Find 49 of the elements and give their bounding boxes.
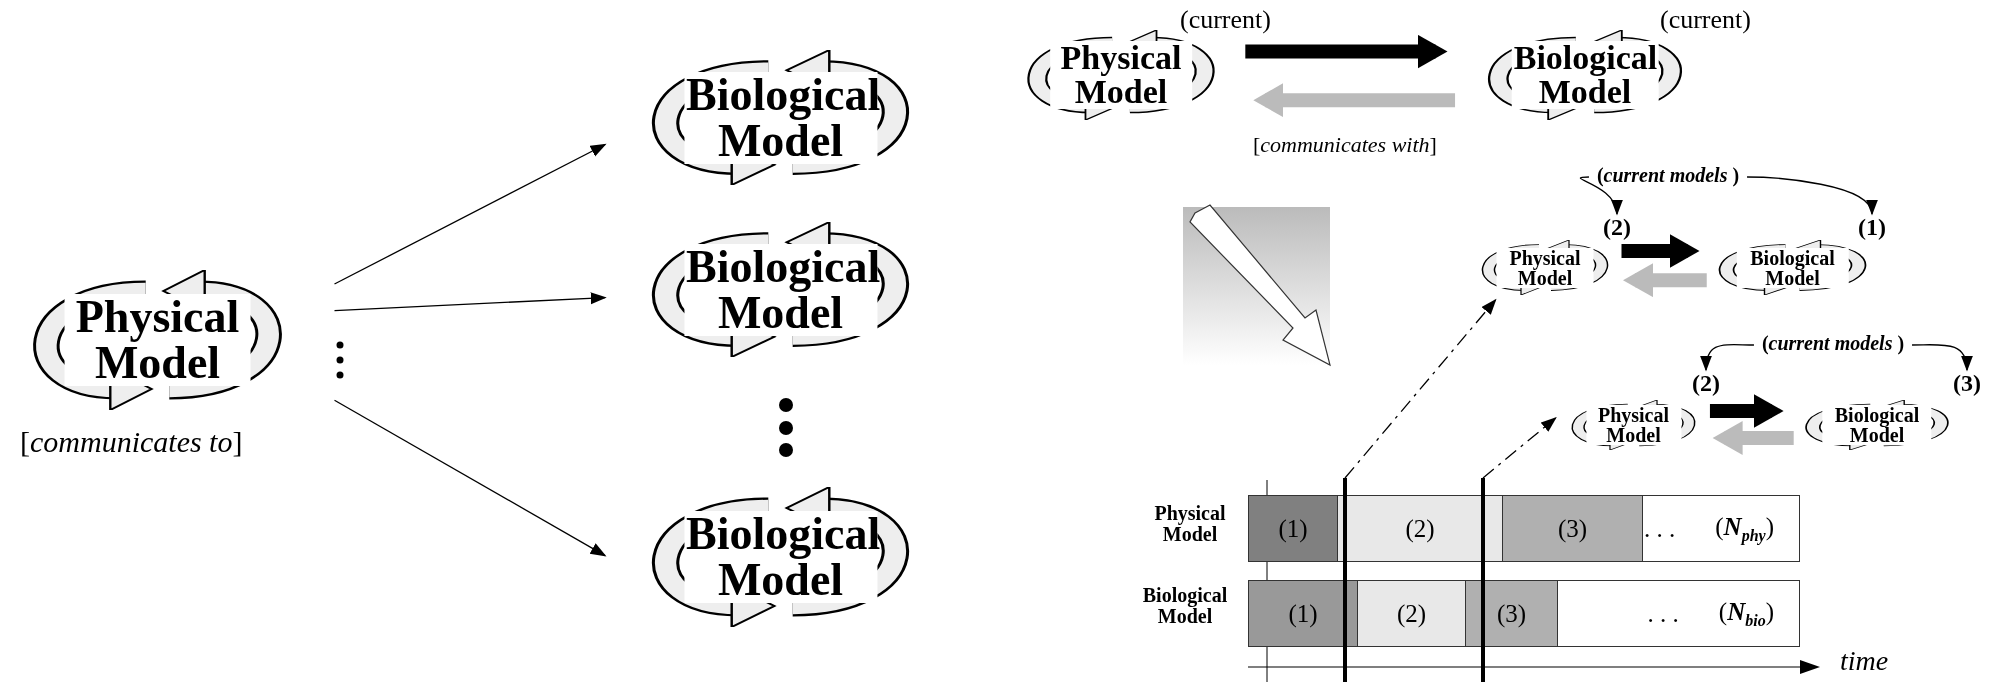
- timeline-segment: (3): [1502, 495, 1643, 562]
- arrow: [1911, 344, 1972, 372]
- state-note: (current): [1180, 5, 1271, 35]
- arrow: [1746, 176, 1875, 216]
- arrow: [333, 292, 607, 312]
- step-number: (2): [1686, 370, 1726, 398]
- block-arrow: [1253, 83, 1456, 118]
- timeline-segment: (1): [1248, 495, 1338, 562]
- axis-label: time: [1840, 645, 1889, 677]
- arrow: [333, 143, 607, 285]
- segment-label: (N$_{phy}$): [1715, 512, 1774, 545]
- arrow: [1700, 344, 1755, 372]
- dashed-arrow: [1482, 417, 1557, 479]
- arrow: [333, 399, 607, 557]
- timeline-segment: [1642, 495, 1800, 562]
- timeline-segment: [1557, 580, 1800, 647]
- block-arrow: [1621, 234, 1700, 268]
- node-label: Physical Model: [1050, 41, 1192, 109]
- step-number: (2): [1597, 214, 1637, 242]
- timeline-segment: (2): [1357, 580, 1466, 647]
- node-label: Physical Model: [1585, 405, 1682, 445]
- arrow: [1579, 176, 1621, 216]
- annotation-text: (current models ): [1592, 164, 1744, 190]
- block-arrow: [1712, 421, 1794, 455]
- node-label: Biological Model: [1822, 405, 1932, 445]
- segment-label: (N$_{bio}$): [1718, 597, 1774, 630]
- node-label: Physical Model: [64, 294, 251, 386]
- caption-text: [communicates to]: [20, 425, 243, 459]
- node-label: Biological Model: [683, 71, 878, 164]
- step-number: (1): [1852, 214, 1892, 242]
- node-label: Biological Model: [683, 511, 878, 603]
- block-arrow: [1623, 263, 1707, 298]
- step-number: (3): [1947, 370, 1987, 398]
- node-label: Physical Model: [1496, 247, 1594, 288]
- timeline-segment: (1): [1248, 580, 1358, 647]
- block-arrow: [1245, 34, 1448, 69]
- dashed-arrow: [1344, 298, 1497, 479]
- timeline-segment: (3): [1465, 580, 1558, 647]
- block-arrow: [1709, 394, 1784, 428]
- state-note: (current): [1660, 5, 1751, 35]
- timeline-segment: (2): [1337, 495, 1503, 562]
- row-label: Physical Model: [1153, 503, 1227, 545]
- ellipsis-text: . . .: [1644, 514, 1676, 543]
- node-label: Biological Model: [683, 243, 878, 336]
- annotation-text: (current models ): [1757, 332, 1909, 358]
- node-label: Biological Model: [1736, 247, 1849, 288]
- row-label: Biological Model: [1141, 585, 1229, 627]
- ellipsis-text: . . .: [1647, 599, 1679, 628]
- node-label: Biological Model: [1511, 41, 1659, 109]
